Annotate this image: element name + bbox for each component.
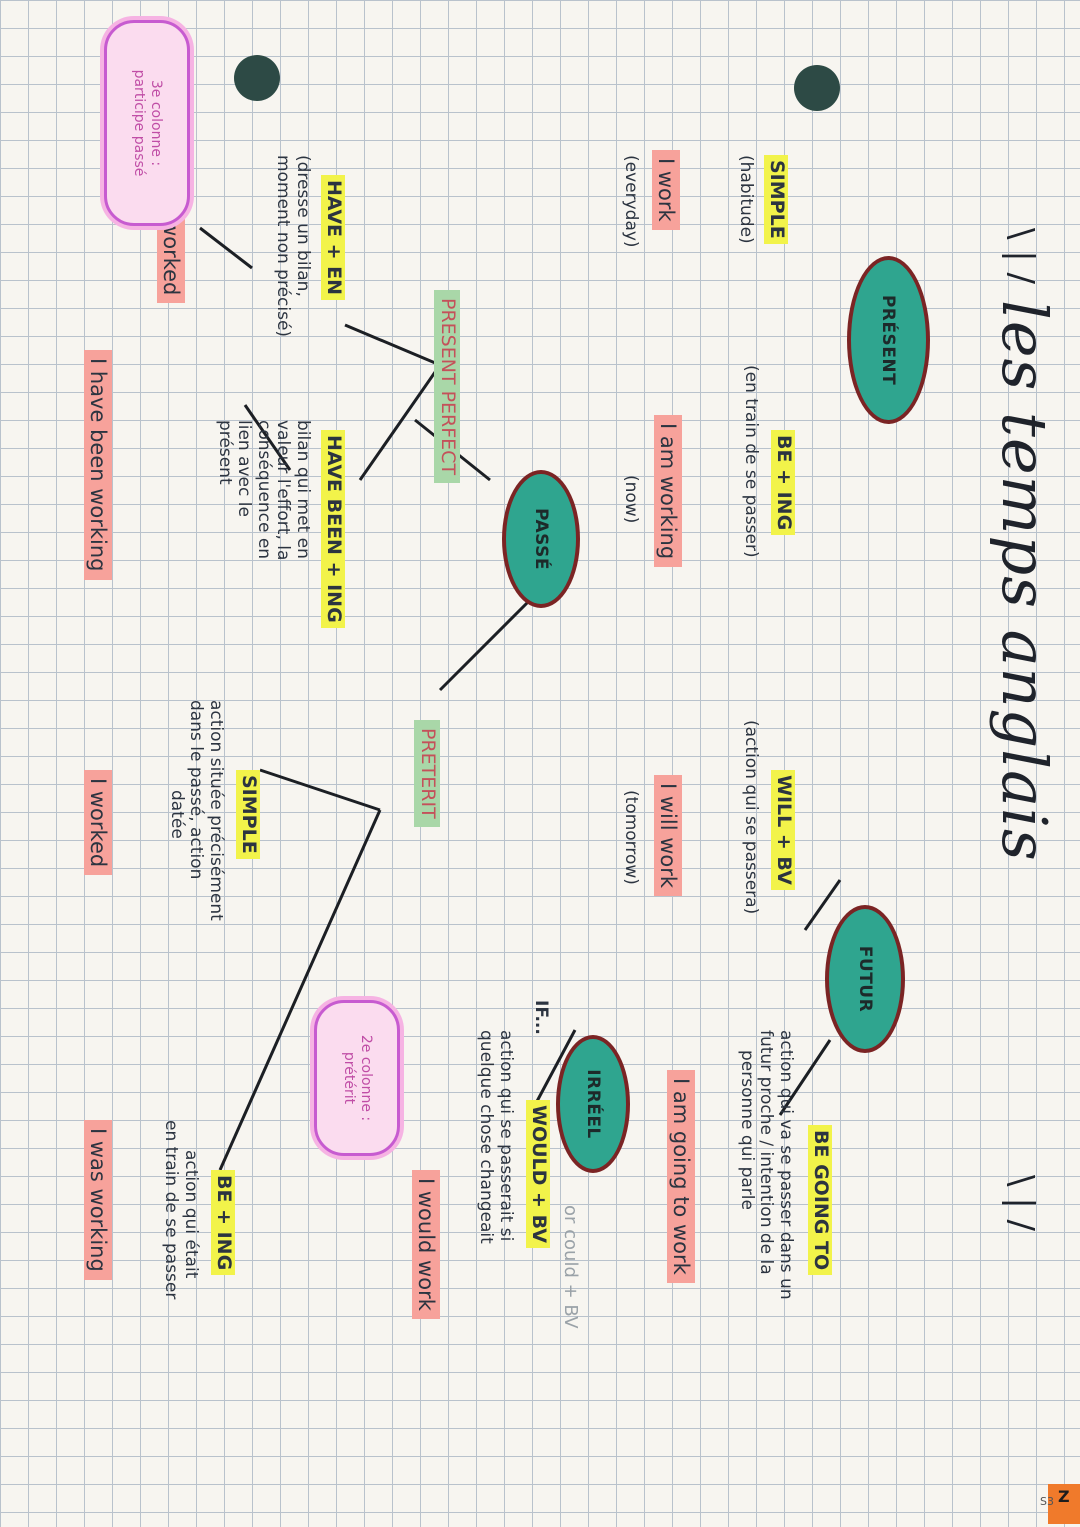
would-usage-line-1: action qui se passerait si <box>496 1030 516 1242</box>
connector-present-simple <box>199 226 253 270</box>
connector-futur-going-to <box>778 1039 832 1116</box>
connector-pp-have-been <box>358 364 442 481</box>
connector-irreel-would <box>533 1029 577 1106</box>
title-marks-left: \ | / <box>1001 228 1041 284</box>
will-usage: (action qui se passera) <box>741 720 761 915</box>
preterit-be-ing-usage: action qui était en train de se passer <box>161 1120 201 1300</box>
have-en-usage-line-1: (dresse un bilan, <box>293 155 313 297</box>
have-en-label: HAVE + EN <box>321 175 345 301</box>
preterit-simple-usage-line-1: action située précisément <box>206 700 226 921</box>
going-to-example: I am going to work <box>666 1070 695 1283</box>
would-alt: or could + BV <box>560 1205 581 1329</box>
page-title: les temps anglais <box>988 300 1061 862</box>
would-prefix: IF... <box>531 1000 551 1035</box>
going-to-label: BE GOING TO <box>808 1125 832 1276</box>
will-marker: (tomorrow) <box>621 790 641 885</box>
node-present: PRÉSENT <box>847 256 930 424</box>
node-irreel: IRRÉEL <box>556 1035 630 1173</box>
cloud-participe-passe-line-1: 3e colonne : <box>147 79 164 167</box>
will-example: I will work <box>653 775 682 897</box>
going-to-usage: action qui va se passer dans un futur pr… <box>736 1030 796 1300</box>
tab-label: Z <box>1058 1487 1070 1506</box>
present-simple-usage: (habitude) <box>736 155 756 244</box>
tab-label-2: S3 <box>1040 1495 1054 1508</box>
cloud-participe-passe: 3e colonne : participe passé <box>104 20 190 226</box>
have-been-ing-usage-line-3: conséquence en <box>253 420 274 560</box>
connector-futur-will <box>803 879 842 931</box>
present-be-ing-usage: (en train de se passer) <box>741 365 761 558</box>
punch-hole-bottom <box>234 55 280 101</box>
have-en-usage: (dresse un bilan, moment non précisé) <box>273 155 313 338</box>
connector-passe-preterit <box>438 588 542 692</box>
have-been-ing-example: I have been working <box>83 350 112 580</box>
connector-preterit-simple <box>259 768 381 812</box>
preterit-simple-label: SIMPLE <box>236 770 260 859</box>
would-usage-line-2: quelque chose changeait <box>476 1030 497 1244</box>
node-passe: PASSÉ <box>502 470 580 608</box>
preterit-be-ing-usage-line-2: en train de se passer <box>161 1120 182 1300</box>
would-label: WOULD + BV <box>526 1100 550 1248</box>
going-to-usage-line-1: action qui va se passer dans un <box>776 1030 796 1300</box>
preterit-simple-usage: action située précisément dans le passé,… <box>166 700 226 921</box>
connector-pp-have-en <box>344 323 441 367</box>
preterit-be-ing-usage-line-1: action qui était <box>181 1150 201 1279</box>
would-example: I would work <box>411 1170 440 1319</box>
present-simple-marker: (everyday) <box>621 155 641 248</box>
present-be-ing-example: I am working <box>653 415 682 568</box>
title-marks-right: \ | / <box>1001 1175 1041 1231</box>
have-been-ing-usage-line-4: lien avec le <box>234 420 255 517</box>
have-been-ing-usage: bilan qui met en valeur l'effort, la con… <box>214 420 313 561</box>
going-to-usage-line-2: futur proche / intention de la <box>756 1030 777 1275</box>
present-simple-label: SIMPLE <box>764 155 788 244</box>
cloud-preterit-line-1: 2e colonne : <box>357 1034 374 1122</box>
will-label: WILL + BV <box>771 770 795 890</box>
preterit-be-ing-label: BE + ING <box>211 1170 235 1276</box>
preterit-label: PRETERIT <box>414 720 440 827</box>
have-en-usage-line-2: moment non précisé) <box>273 155 294 338</box>
would-usage: action qui se passerait si quelque chose… <box>476 1030 516 1244</box>
preterit-simple-usage-line-2: dans le passé, action <box>186 700 207 880</box>
going-to-usage-line-3: personne qui parle <box>736 1050 757 1210</box>
present-perfect-label: PRESENT PERFECT <box>434 290 460 484</box>
node-futur: FUTUR <box>825 905 905 1053</box>
preterit-simple-example: I worked <box>83 770 112 876</box>
present-simple-example: I work <box>651 150 680 230</box>
cloud-participe-passe-line-2: participe passé <box>131 69 147 177</box>
present-be-ing-label: BE + ING <box>771 430 795 536</box>
preterit-simple-usage-line-3: datée <box>166 790 187 839</box>
punch-hole-top <box>794 65 840 111</box>
connector-present-be-ing <box>243 404 292 471</box>
page-tab <box>1048 1484 1080 1524</box>
have-been-ing-label: HAVE BEEN + ING <box>321 430 345 628</box>
have-been-ing-usage-line-5: présent <box>214 420 235 485</box>
present-be-ing-marker: (now) <box>621 475 641 524</box>
cloud-preterit: 2e colonne : prétérit <box>314 1000 400 1156</box>
have-been-ing-usage-line-2: valeur l'effort, la <box>273 420 294 561</box>
have-been-ing-usage-line-1: bilan qui met en <box>293 420 313 559</box>
cloud-preterit-line-2: prétérit <box>341 1051 357 1105</box>
connector-preterit-be-ing <box>218 809 382 1171</box>
preterit-be-ing-example: I was working <box>83 1120 112 1280</box>
